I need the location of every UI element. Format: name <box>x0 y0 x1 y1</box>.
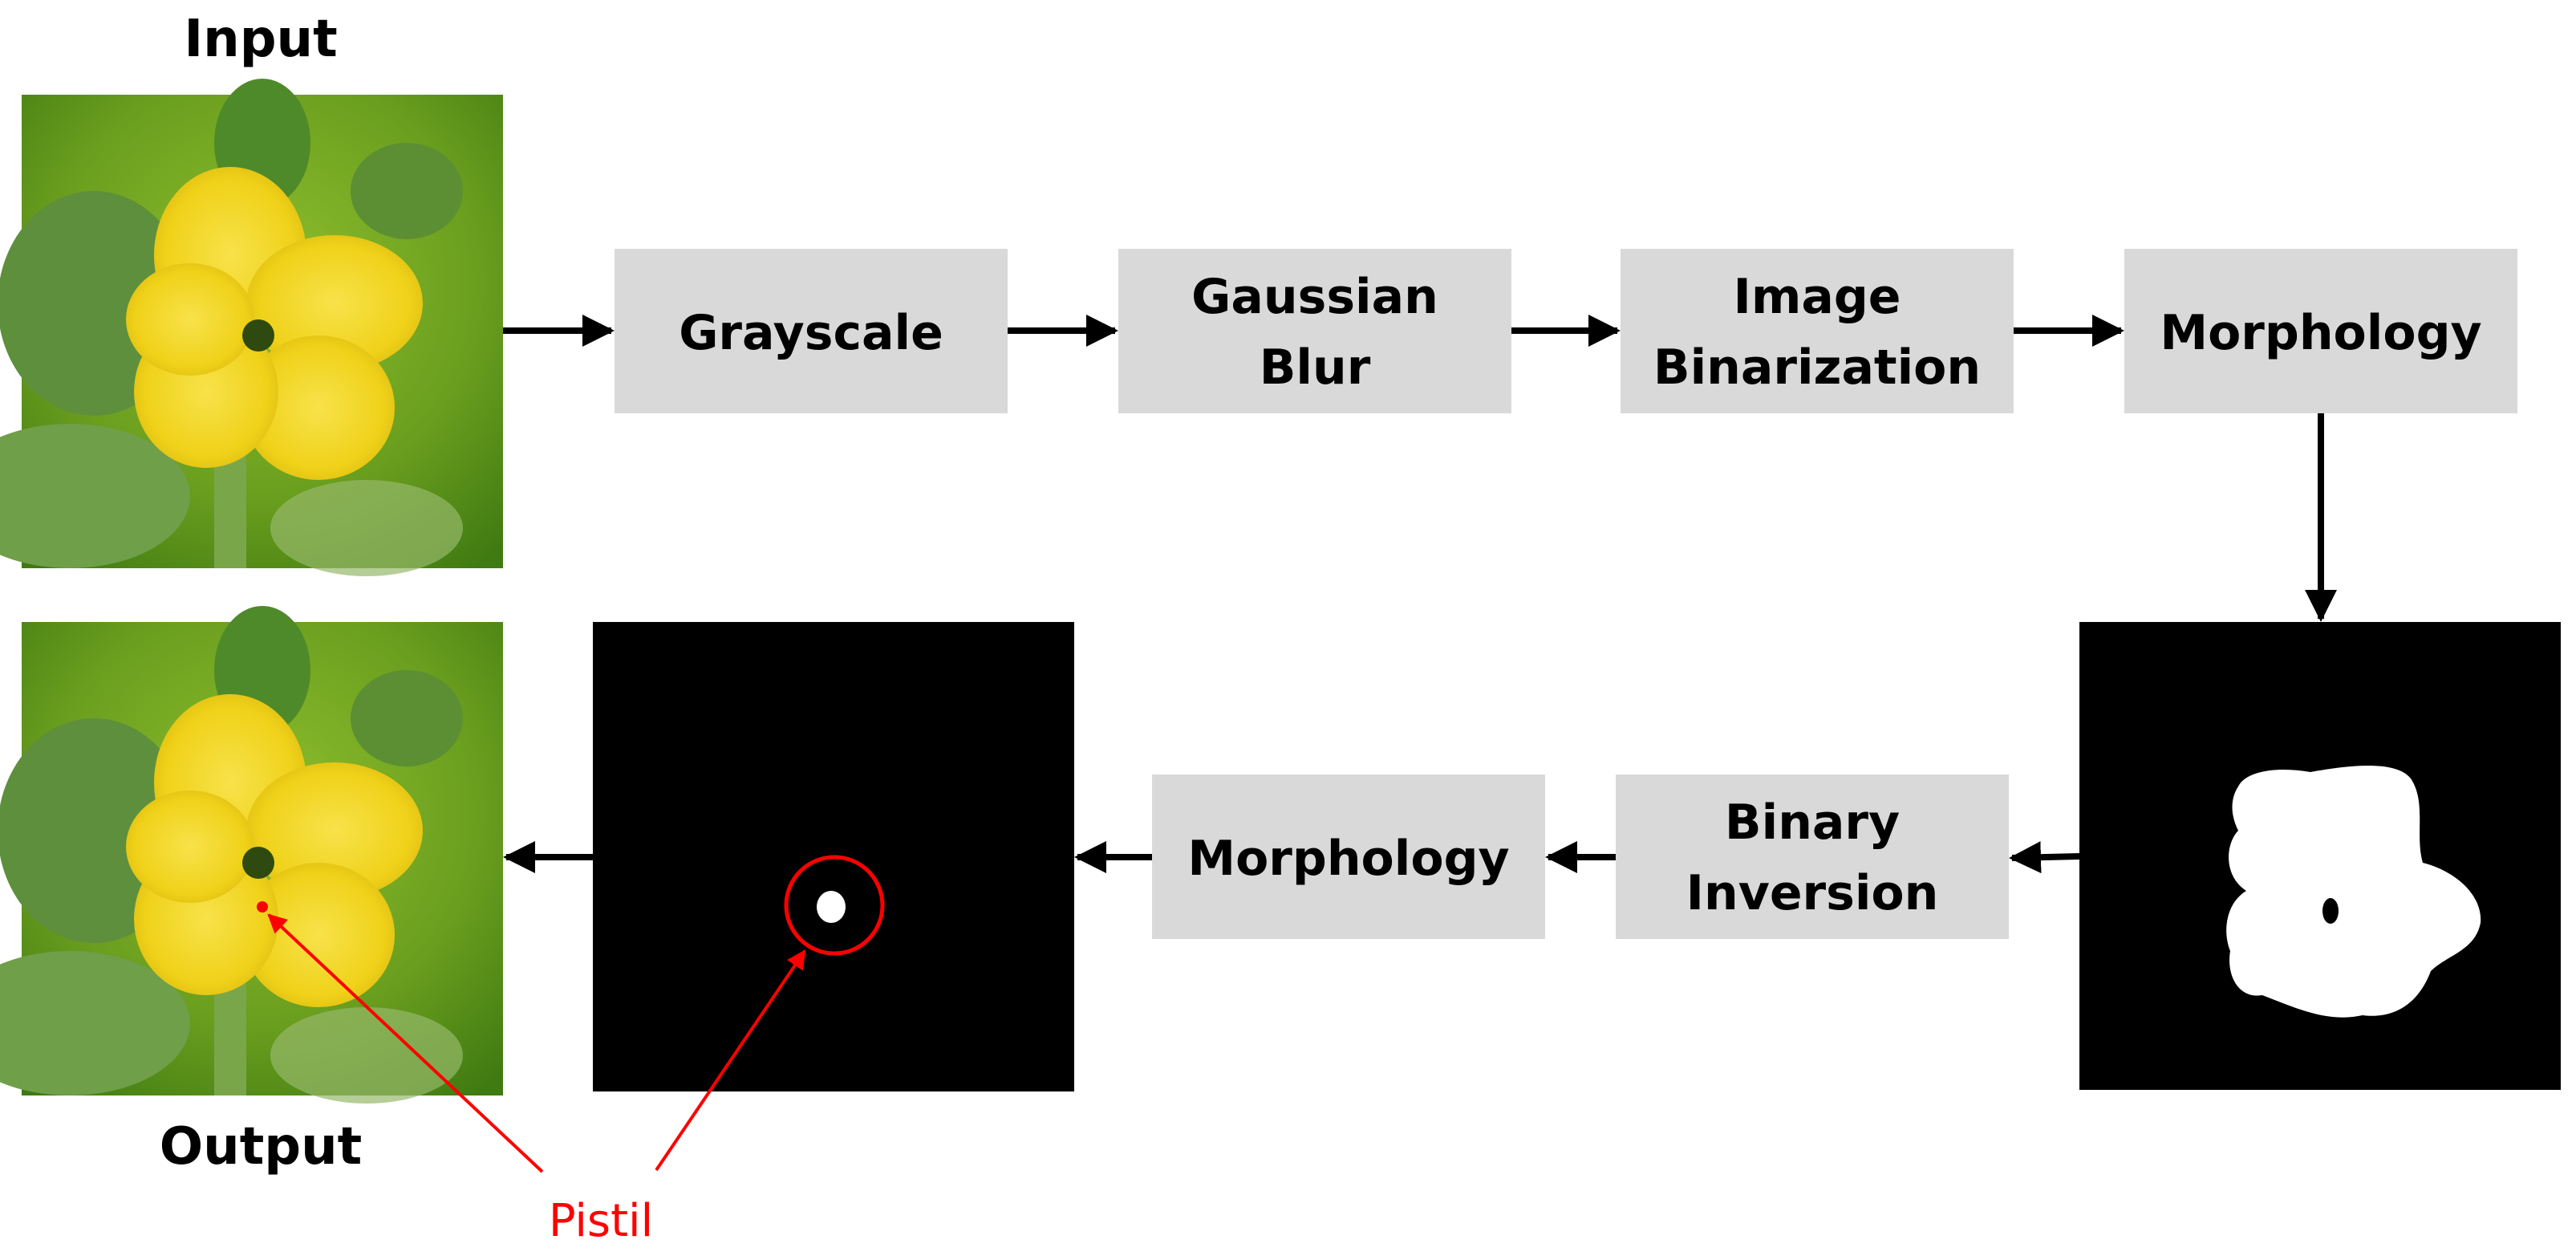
pistil-pointer-output <box>267 913 544 1173</box>
step-label: Binarization <box>1653 339 1981 396</box>
binary-mask-image <box>2079 622 2561 1090</box>
output-label: Output <box>160 1117 363 1177</box>
step-label: Grayscale <box>679 305 943 361</box>
step-label: Inversion <box>1686 865 1939 921</box>
arrow-mask-to-inversion <box>2009 841 2080 874</box>
pistil-highlight-circle <box>784 855 885 956</box>
input-label: Input <box>184 10 337 69</box>
pistil-label: Pistil <box>549 1195 653 1247</box>
step-label: Blur <box>1260 339 1371 396</box>
pistil-pointer-mask <box>655 949 806 1172</box>
output-image <box>0 606 503 1104</box>
step-morphology-2: Morphology <box>1152 774 1545 939</box>
step-morphology-1: Morphology <box>2124 249 2517 413</box>
pistil-hole <box>2322 898 2339 924</box>
step-grayscale: Grayscale <box>615 249 1008 413</box>
step-gaussian-blur: Gaussian Blur <box>1118 249 1511 413</box>
pistil-mask-image <box>593 622 1074 1091</box>
pistil-blob <box>817 891 846 923</box>
step-label: Binary <box>1725 795 1900 851</box>
input-image <box>0 79 503 576</box>
step-image-binarization: Image Binarization <box>1621 249 2014 413</box>
step-binary-inversion: Binary Inversion <box>1616 774 2009 939</box>
step-label: Morphology <box>2160 305 2481 361</box>
step-label: Morphology <box>1187 831 1509 887</box>
step-label: Image <box>1734 269 1901 325</box>
step-label: Gaussian <box>1191 269 1438 325</box>
pistil-marker <box>257 901 268 913</box>
